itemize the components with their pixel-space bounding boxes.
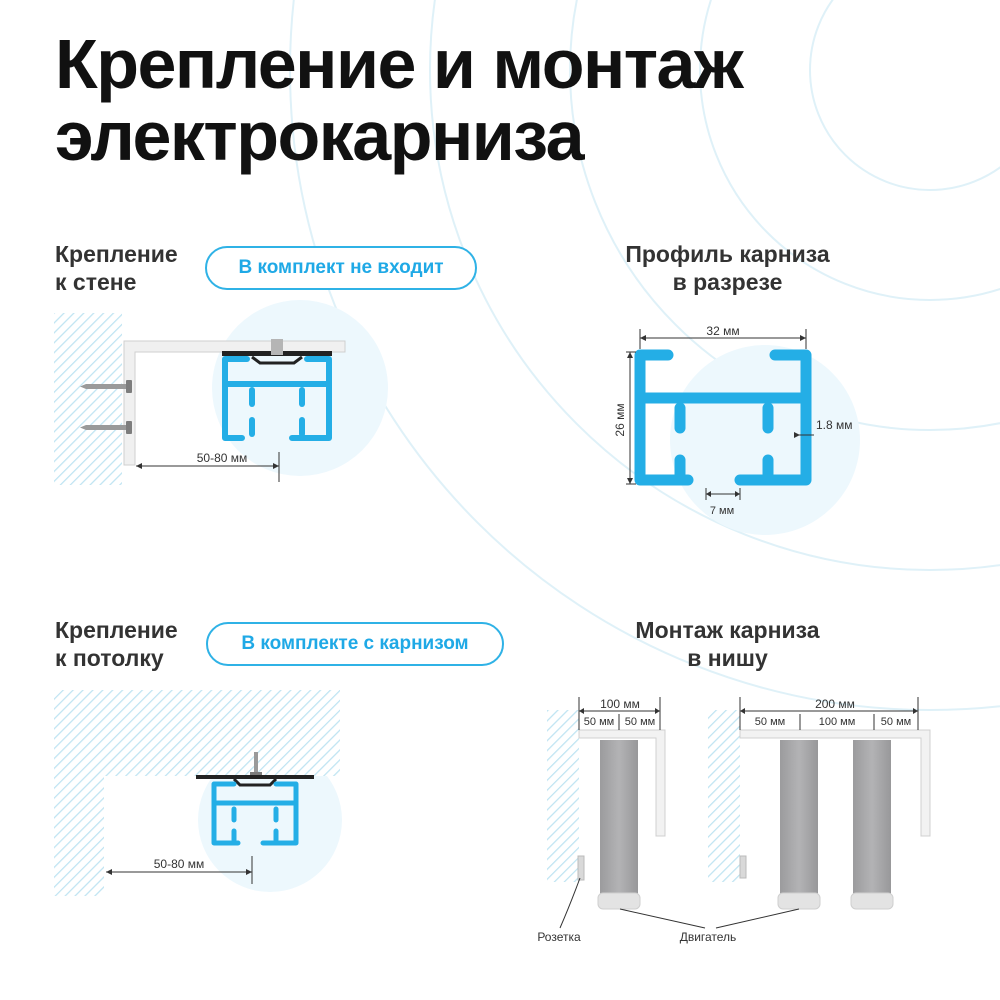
motor-right-1 xyxy=(780,740,818,900)
ceiling-mount-badge: В комплекте с карнизом xyxy=(206,622,504,666)
wall-mount-badge: В комплект не входит xyxy=(205,246,477,290)
niche-right-b: 100 мм xyxy=(819,716,856,728)
ceiling-mount-heading: Крепление к потолку xyxy=(55,617,178,671)
profile-section xyxy=(634,349,812,486)
motor-right-2 xyxy=(853,740,891,900)
screw-icon xyxy=(80,380,132,393)
niche-right-a: 50 мм xyxy=(755,716,785,728)
niche-left-a: 50 мм xyxy=(584,716,614,728)
socket-label: Розетка xyxy=(537,930,581,944)
profile-height-label: 26 мм xyxy=(613,403,627,436)
wall-profile xyxy=(222,356,332,441)
wall-mount-heading: Крепление к стене xyxy=(55,241,178,295)
ceiling-profile xyxy=(211,781,299,846)
page-title: Крепление и монтаж электрокарниза xyxy=(55,25,744,175)
profile-heading: Профиль карниза в разрезе xyxy=(625,241,830,295)
niche-wall-right xyxy=(708,710,740,882)
motor-label: Двигатель xyxy=(680,930,737,944)
screw-icon xyxy=(250,752,262,777)
ceiling-dim-label: 50-80 мм xyxy=(154,857,205,871)
profile-thickness-label: 1.8 мм xyxy=(816,418,853,432)
niche-heading: Монтаж карниза в нишу xyxy=(635,617,820,671)
screw-icon xyxy=(80,421,132,434)
niche-left-total: 100 мм xyxy=(600,697,640,711)
wall-dim-label: 50-80 мм xyxy=(197,451,248,465)
wall-hatch xyxy=(54,313,122,485)
socket-icon xyxy=(739,855,747,879)
motor-left xyxy=(600,740,638,900)
niche-right-total: 200 мм xyxy=(815,697,855,711)
profile-width-label: 32 мм xyxy=(706,324,739,338)
niche-left-b: 50 мм xyxy=(625,716,655,728)
ceiling-hatch xyxy=(54,690,340,896)
niche-wall-left xyxy=(547,710,579,882)
niche-right-c: 50 мм xyxy=(881,716,911,728)
profile-gap-label: 7 мм xyxy=(710,505,734,517)
socket-icon xyxy=(577,855,585,881)
